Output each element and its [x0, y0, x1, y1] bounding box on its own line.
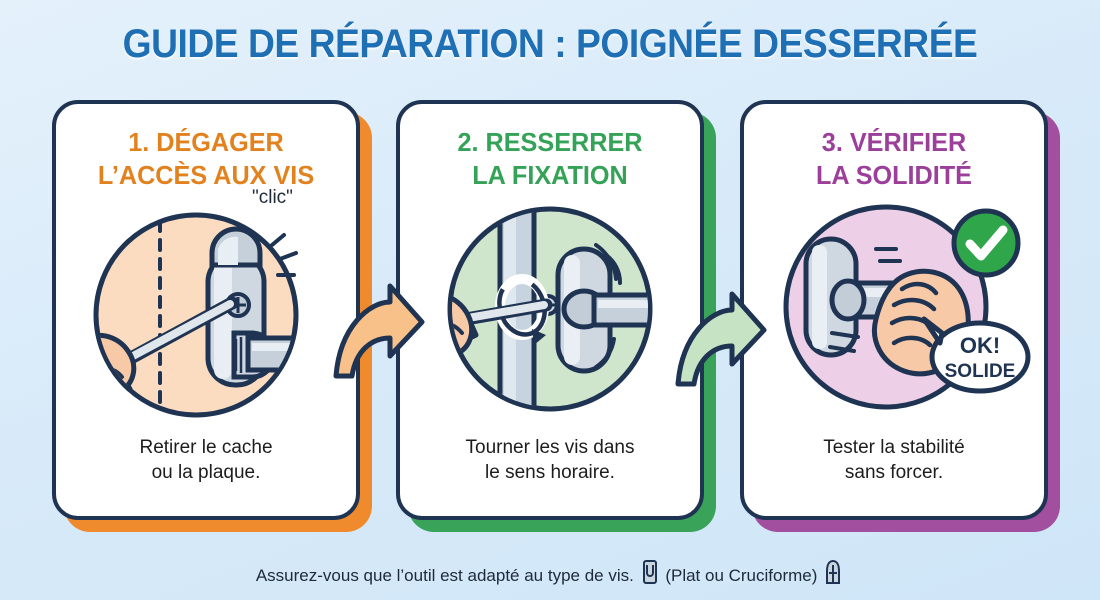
footer-text-before: Assurez-vous que l’outil est adapté au t…: [255, 566, 634, 585]
step-3-caption: Tester la stabilité sans forcer.: [744, 435, 1044, 486]
step-card-3[interactable]: 3. VÉRIFIER LA SOLIDITÉ: [740, 100, 1048, 520]
footer-note: Assurez-vous que l’outil est adapté au t…: [0, 559, 1100, 586]
step-2-illustration: [400, 197, 700, 419]
step-3-illustration: OK! SOLIDE: [744, 197, 1044, 419]
step-2-heading-line2: LA FIXATION: [472, 159, 628, 190]
check-badge-icon: [951, 208, 1021, 278]
step-3-heading-line1: 3. VÉRIFIER: [821, 127, 967, 157]
step-1-caption-line2: ou la plaque.: [151, 462, 261, 484]
speech-bubble: OK! SOLIDE: [921, 316, 1031, 394]
arrow-step2-to-step3: [672, 288, 768, 397]
step-3-heading: 3. VÉRIFIER LA SOLIDITÉ: [749, 126, 1040, 191]
step-3-heading-line2: LA SOLIDITÉ: [816, 159, 972, 190]
step-2-heading-line1: 2. RESSERRER: [457, 127, 643, 157]
step-1-caption: Retirer le cache ou la plaque.: [56, 435, 356, 486]
step-2-caption-line1: Tourner les vis dans: [465, 436, 635, 458]
step-1-illustration: "clic": [56, 187, 356, 419]
step-3-caption-line2: sans forcer.: [844, 462, 944, 484]
cross-screwdriver-bit-icon: [826, 559, 841, 584]
step-2-caption-line2: le sens horaire.: [485, 462, 615, 484]
page-title: GUIDE DE RÉPARATION : POIGNÉE DESSERRÉE: [122, 22, 978, 66]
flat-screwdriver-bit-icon: [642, 560, 657, 584]
step-1-heading: 1. DÉGAGER L’ACCÈS AUX VIS: [61, 126, 352, 191]
footer-text-middle: (Plat ou Cruciforme): [665, 566, 818, 585]
step-card-2[interactable]: 2. RESSERRER LA FIXATION: [396, 100, 704, 520]
speech-line-1: OK!: [960, 333, 1000, 358]
step-1-caption-line1: Retirer le cache: [139, 436, 273, 458]
step-2-caption: Tourner les vis dans le sens horaire.: [400, 435, 700, 486]
arrow-step1-to-step2: [330, 280, 426, 389]
step-1-heading-line1: 1. DÉGAGER: [128, 127, 284, 157]
speech-line-2: SOLIDE: [945, 361, 1016, 382]
step-2-heading: 2. RESSERRER LA FIXATION: [405, 126, 696, 191]
step-3-caption-line1: Tester la stabilité: [823, 436, 965, 458]
step-1-heading-line2: L’ACCÈS AUX VIS: [97, 159, 315, 190]
step-card-1[interactable]: 1. DÉGAGER L’ACCÈS AUX VIS: [52, 100, 360, 520]
step-1-annotation: "clic": [252, 187, 293, 208]
